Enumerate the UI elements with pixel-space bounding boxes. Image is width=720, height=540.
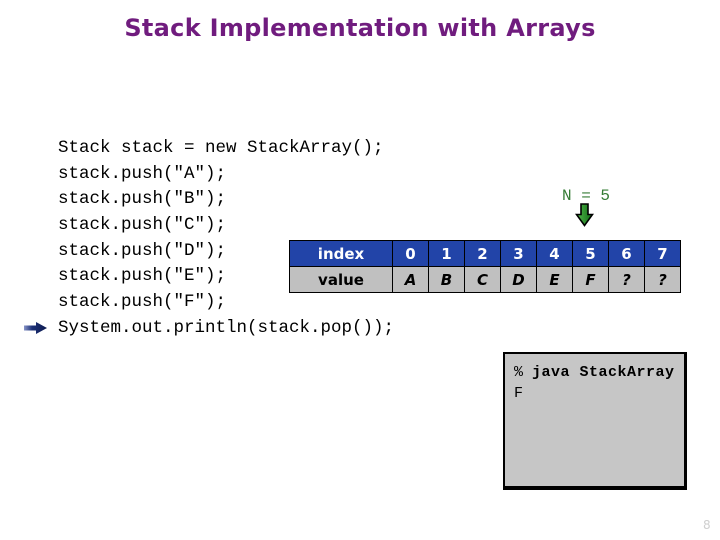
n-pointer-down-arrow-icon [575,203,594,227]
code-line: Stack stack = new StackArray(); [58,138,384,158]
array-value-cell: ? [608,266,645,293]
code-pointer-right-arrow-icon [24,322,47,334]
array-index-cell: 6 [608,240,645,267]
array-index-cell: 7 [644,240,681,267]
code-line: stack.push("F"); [58,292,227,313]
array-index-cell: 0 [392,240,429,267]
console-command-line: % java StackArray [514,362,680,383]
array-value-cell: C [464,266,501,293]
array-value-cell: E [536,266,573,293]
code-line: stack.push("E"); [58,266,227,287]
code-line: stack.push("D"); [58,240,227,261]
n-equals-label: N = 5 [561,187,610,205]
array-value-cell: ? [644,266,681,293]
code-line: System.out.println(stack.pop()); [58,317,395,338]
array-index-cell: 1 [428,240,465,267]
array-value-cell: A [392,266,429,293]
console-result-line: F [514,385,524,402]
array-index-cell: 3 [500,240,537,267]
code-line: stack.push("C"); [58,215,227,236]
array-value-cell: D [500,266,537,293]
array-value-cell: B [428,266,465,293]
array-index-cell: 4 [536,240,573,267]
code-line: stack.push("A"); [58,163,227,184]
console-prompt-spacer [523,364,532,381]
array-index-cell: 2 [464,240,501,267]
array-index-row-label: index [289,240,393,267]
array-value-row-label: value [289,266,393,293]
array-index-cell: 5 [572,240,609,267]
page-number: 8 [703,518,711,532]
code-line: stack.push("B"); [58,189,227,210]
code-block: Stack stack = new StackArray(); stack.pus… [58,136,394,342]
console-prompt: % [514,364,524,381]
array-value-cell: F [572,266,609,293]
console-command: java StackArray [532,364,675,381]
slide-title: Stack Implementation with Arrays [124,14,596,42]
